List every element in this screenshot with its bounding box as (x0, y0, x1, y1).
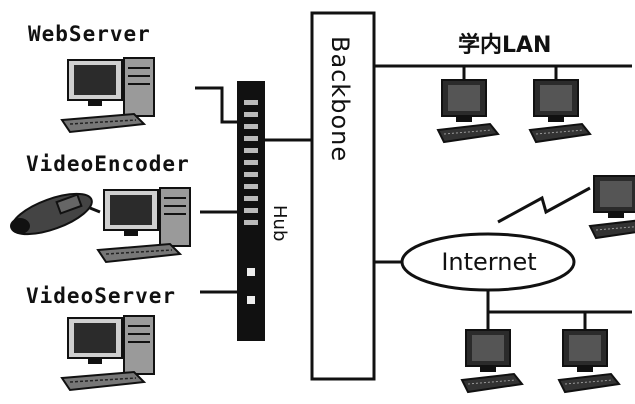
internet-label: Internet (441, 248, 537, 276)
hub-ports (244, 100, 258, 304)
desktop-computer-icon (437, 79, 499, 143)
desktop-computer-icon (461, 329, 523, 393)
desktop-computer-icon (558, 329, 620, 393)
video-server-label: VideoServer (26, 284, 177, 308)
desktop-computer-icon (589, 175, 635, 239)
desktop-computer-icon (97, 187, 191, 263)
campus-lan-label: 学内LAN (458, 33, 552, 58)
desktop-computer-icon (61, 315, 155, 391)
desktop-computer-icon (61, 57, 155, 133)
video-encoder-label: VideoEncoder (26, 152, 190, 176)
camera-icon (10, 192, 101, 236)
desktop-computer-icon (529, 79, 591, 143)
backbone-box (310, 11, 376, 381)
lightning-link-icon (497, 186, 591, 224)
backbone-label: Backbone (326, 36, 354, 163)
internet-cloud (400, 232, 576, 292)
connection-lines (195, 64, 632, 330)
web-server-label: WebServer (28, 22, 151, 46)
hub-label: Hub (269, 205, 290, 242)
